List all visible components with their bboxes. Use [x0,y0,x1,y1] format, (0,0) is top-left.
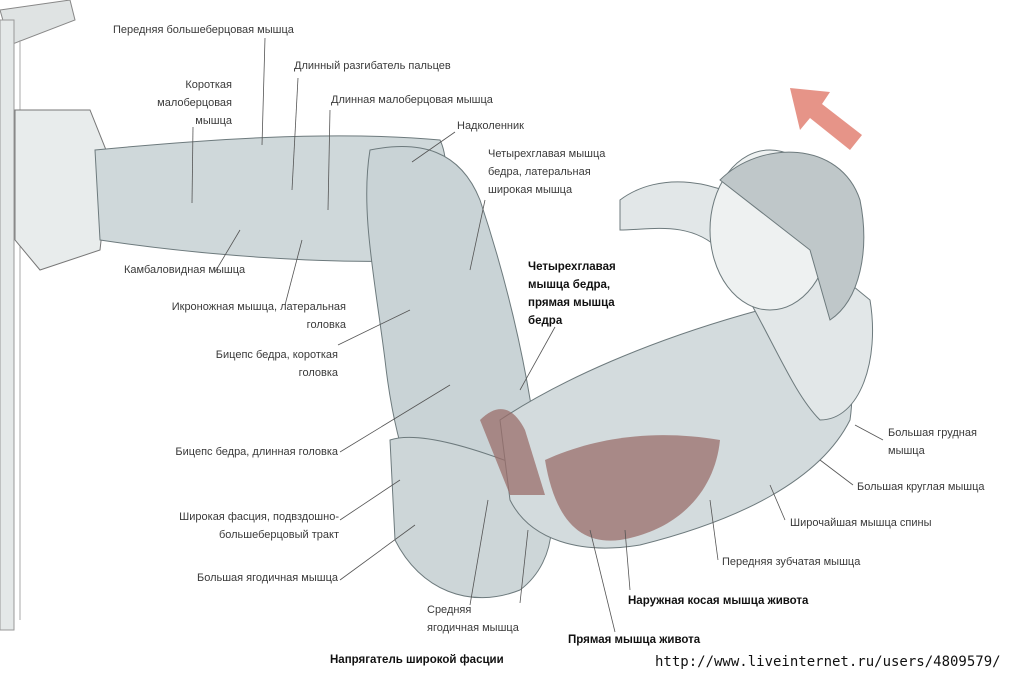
label-line: ягодичная мышца [427,622,519,634]
wall-bars [0,0,76,631]
direction-arrow-icon [790,88,862,150]
label-it-band: Широкая фасция, подвздошно- большеберцов… [100,508,339,544]
label-line: мышца [195,115,232,127]
abdominal-muscles-highlight [545,435,720,541]
label-line: большеберцовый тракт [218,529,339,541]
hair [719,151,865,321]
label-rectus-abdominis: Прямая мышца живота [568,634,701,646]
label-line: Икроножная мышца, латеральная [171,301,346,313]
label-peroneus-brevis: Короткая малоберцовая мышца [120,76,232,130]
label-line: прямая мышца [528,297,615,309]
label-line: Четырехглавая [528,261,616,273]
leader-lines [191,37,884,633]
label-line: широкая мышца [488,184,573,196]
label-gluteus-medius: Средняя ягодичная мышца [427,601,519,637]
foot [14,109,111,271]
label-line: Широкая фасция, подвздошно- [179,511,339,523]
label-external-oblique: Наружная косая мышца живота [628,595,809,607]
label-line: Четырехглавая мышца [488,148,606,160]
label-line: головка [306,319,346,331]
label-line: мышца [888,445,925,457]
label-line: Бицепс бедра, короткая [215,349,338,361]
label-gastrocnemius: Икроножная мышца, латеральная головка [100,298,346,334]
label-teres-major: Большая круглая мышца [857,481,985,493]
label-line: Большая грудная [888,427,977,439]
label-line: Средняя [427,604,472,616]
label-tibialis-anterior: Передняя большеберцовая мышца [113,24,294,36]
watermark-url: http://www.liveinternet.ru/users/4809579… [655,654,1001,670]
label-biceps-femoris-short: Бицепс бедра, короткая головка [100,346,338,382]
label-line: мышца бедра, [528,279,611,291]
label-peroneus-longus: Длинная малоберцовая мышца [331,94,493,106]
label-line: головка [298,367,338,379]
label-gluteus-maximus: Большая ягодичная мышца [196,572,338,584]
label-vastus-lateralis: Четырехглавая мышца бедра, латеральная ш… [488,145,605,199]
label-line: малоберцовая [157,97,232,109]
label-tensor-fasciae-latae: Напрягатель широкой фасции [330,654,504,666]
label-pectoralis-major: Большая грудная мышца [888,424,977,460]
label-line: бедра, латеральная [488,166,591,178]
label-latissimus-dorsi: Широчайшая мышца спины [790,517,932,529]
label-patella: Надколенник [457,120,524,132]
label-biceps-femoris-long: Бицепс бедра, длинная головка [175,446,338,458]
label-extensor-digitorum: Длинный разгибатель пальцев [294,60,451,72]
rectus-femoris-highlight [480,409,545,495]
label-serratus-anterior: Передняя зубчатая мышца [722,556,861,568]
label-soleus: Камбаловидная мышца [124,264,246,276]
label-line: бедра [528,315,563,327]
label-line: Короткая [185,79,232,91]
label-rectus-femoris: Четырехглавая мышца бедра, прямая мышца … [528,258,616,330]
